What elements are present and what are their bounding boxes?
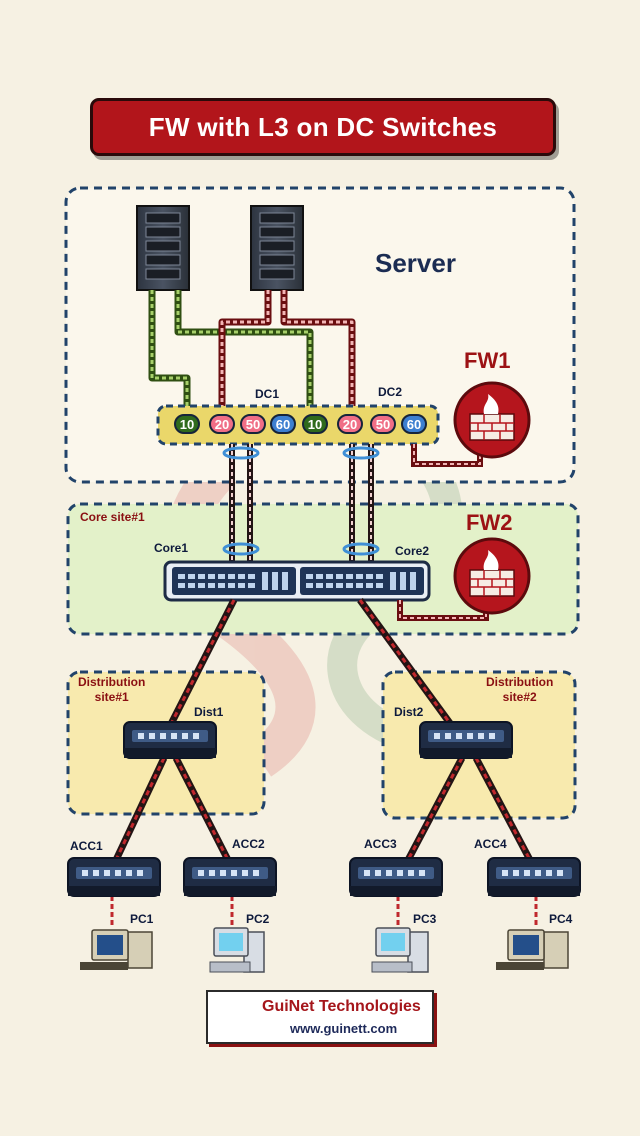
server-label: Server xyxy=(375,248,456,278)
core-site-label: Core site#1 xyxy=(80,510,145,524)
title-banner: FW with L3 on DC Switches xyxy=(90,98,556,156)
acc3-label: ACC3 xyxy=(364,837,397,851)
dc1-label: DC1 xyxy=(255,387,280,401)
distribution-site1-label: Distribution site#1 xyxy=(78,675,146,704)
dist-access-link xyxy=(112,756,534,862)
server-link-red xyxy=(218,290,356,414)
core-switch xyxy=(163,560,431,602)
dist-switch xyxy=(123,721,217,759)
page-title: FW with L3 on DC Switches xyxy=(148,111,498,142)
dist2-label: Dist2 xyxy=(394,705,424,719)
pc-icon xyxy=(80,929,153,970)
acc2-label: ACC2 xyxy=(232,837,265,851)
acc4-label: ACC4 xyxy=(474,837,507,851)
server-icon xyxy=(250,205,304,291)
server-link-green xyxy=(148,290,314,414)
vlan-60-pill: 60 xyxy=(401,414,427,434)
fw2-label: FW2 xyxy=(466,510,513,535)
server-icon xyxy=(136,205,190,291)
access-switch xyxy=(487,857,581,897)
core1-label: Core1 xyxy=(154,541,189,555)
dc2-label: DC2 xyxy=(378,385,403,399)
brand-name: GuiNet Technologies xyxy=(262,998,421,1015)
dist-switch xyxy=(419,721,513,759)
pc2-label: PC2 xyxy=(246,912,270,926)
acc1-label: ACC1 xyxy=(70,839,103,853)
brand-url: www.guinett.com xyxy=(290,1021,398,1036)
access-pc-link xyxy=(110,896,538,928)
pc-icon xyxy=(371,927,429,973)
pc1-label: PC1 xyxy=(130,912,154,926)
pc-icon xyxy=(496,929,569,970)
core2-label: Core2 xyxy=(395,544,430,558)
vlan-60-pill: 60 xyxy=(270,414,296,434)
brand-logo-box: GuiNet Technologies www.guinett.com xyxy=(206,990,434,1044)
vlan-50-pill: 50 xyxy=(370,414,396,434)
pc4-label: PC4 xyxy=(549,912,573,926)
dc-switch-bar xyxy=(156,404,440,446)
vlan-10-pill: 10 xyxy=(174,414,200,434)
access-switch xyxy=(349,857,443,897)
pc3-label: PC3 xyxy=(413,912,437,926)
fw1-label: FW1 xyxy=(464,348,511,373)
pc-icon xyxy=(209,927,265,973)
access-switch xyxy=(67,857,161,897)
vlan-20-pill: 20 xyxy=(337,414,363,434)
firewall-icon xyxy=(453,537,531,615)
distribution-site2-label: Distribution site#2 xyxy=(486,675,554,704)
fw1-link xyxy=(411,444,483,467)
core-dist-link xyxy=(166,597,455,729)
firewall-icon xyxy=(453,381,531,459)
vlan-20-pill: 20 xyxy=(209,414,235,434)
vlan-50-pill: 50 xyxy=(240,414,266,434)
vlan-10-pill: 10 xyxy=(302,414,328,434)
dist1-label: Dist1 xyxy=(194,705,224,719)
link-bundle xyxy=(222,446,380,556)
access-switch xyxy=(183,857,277,897)
